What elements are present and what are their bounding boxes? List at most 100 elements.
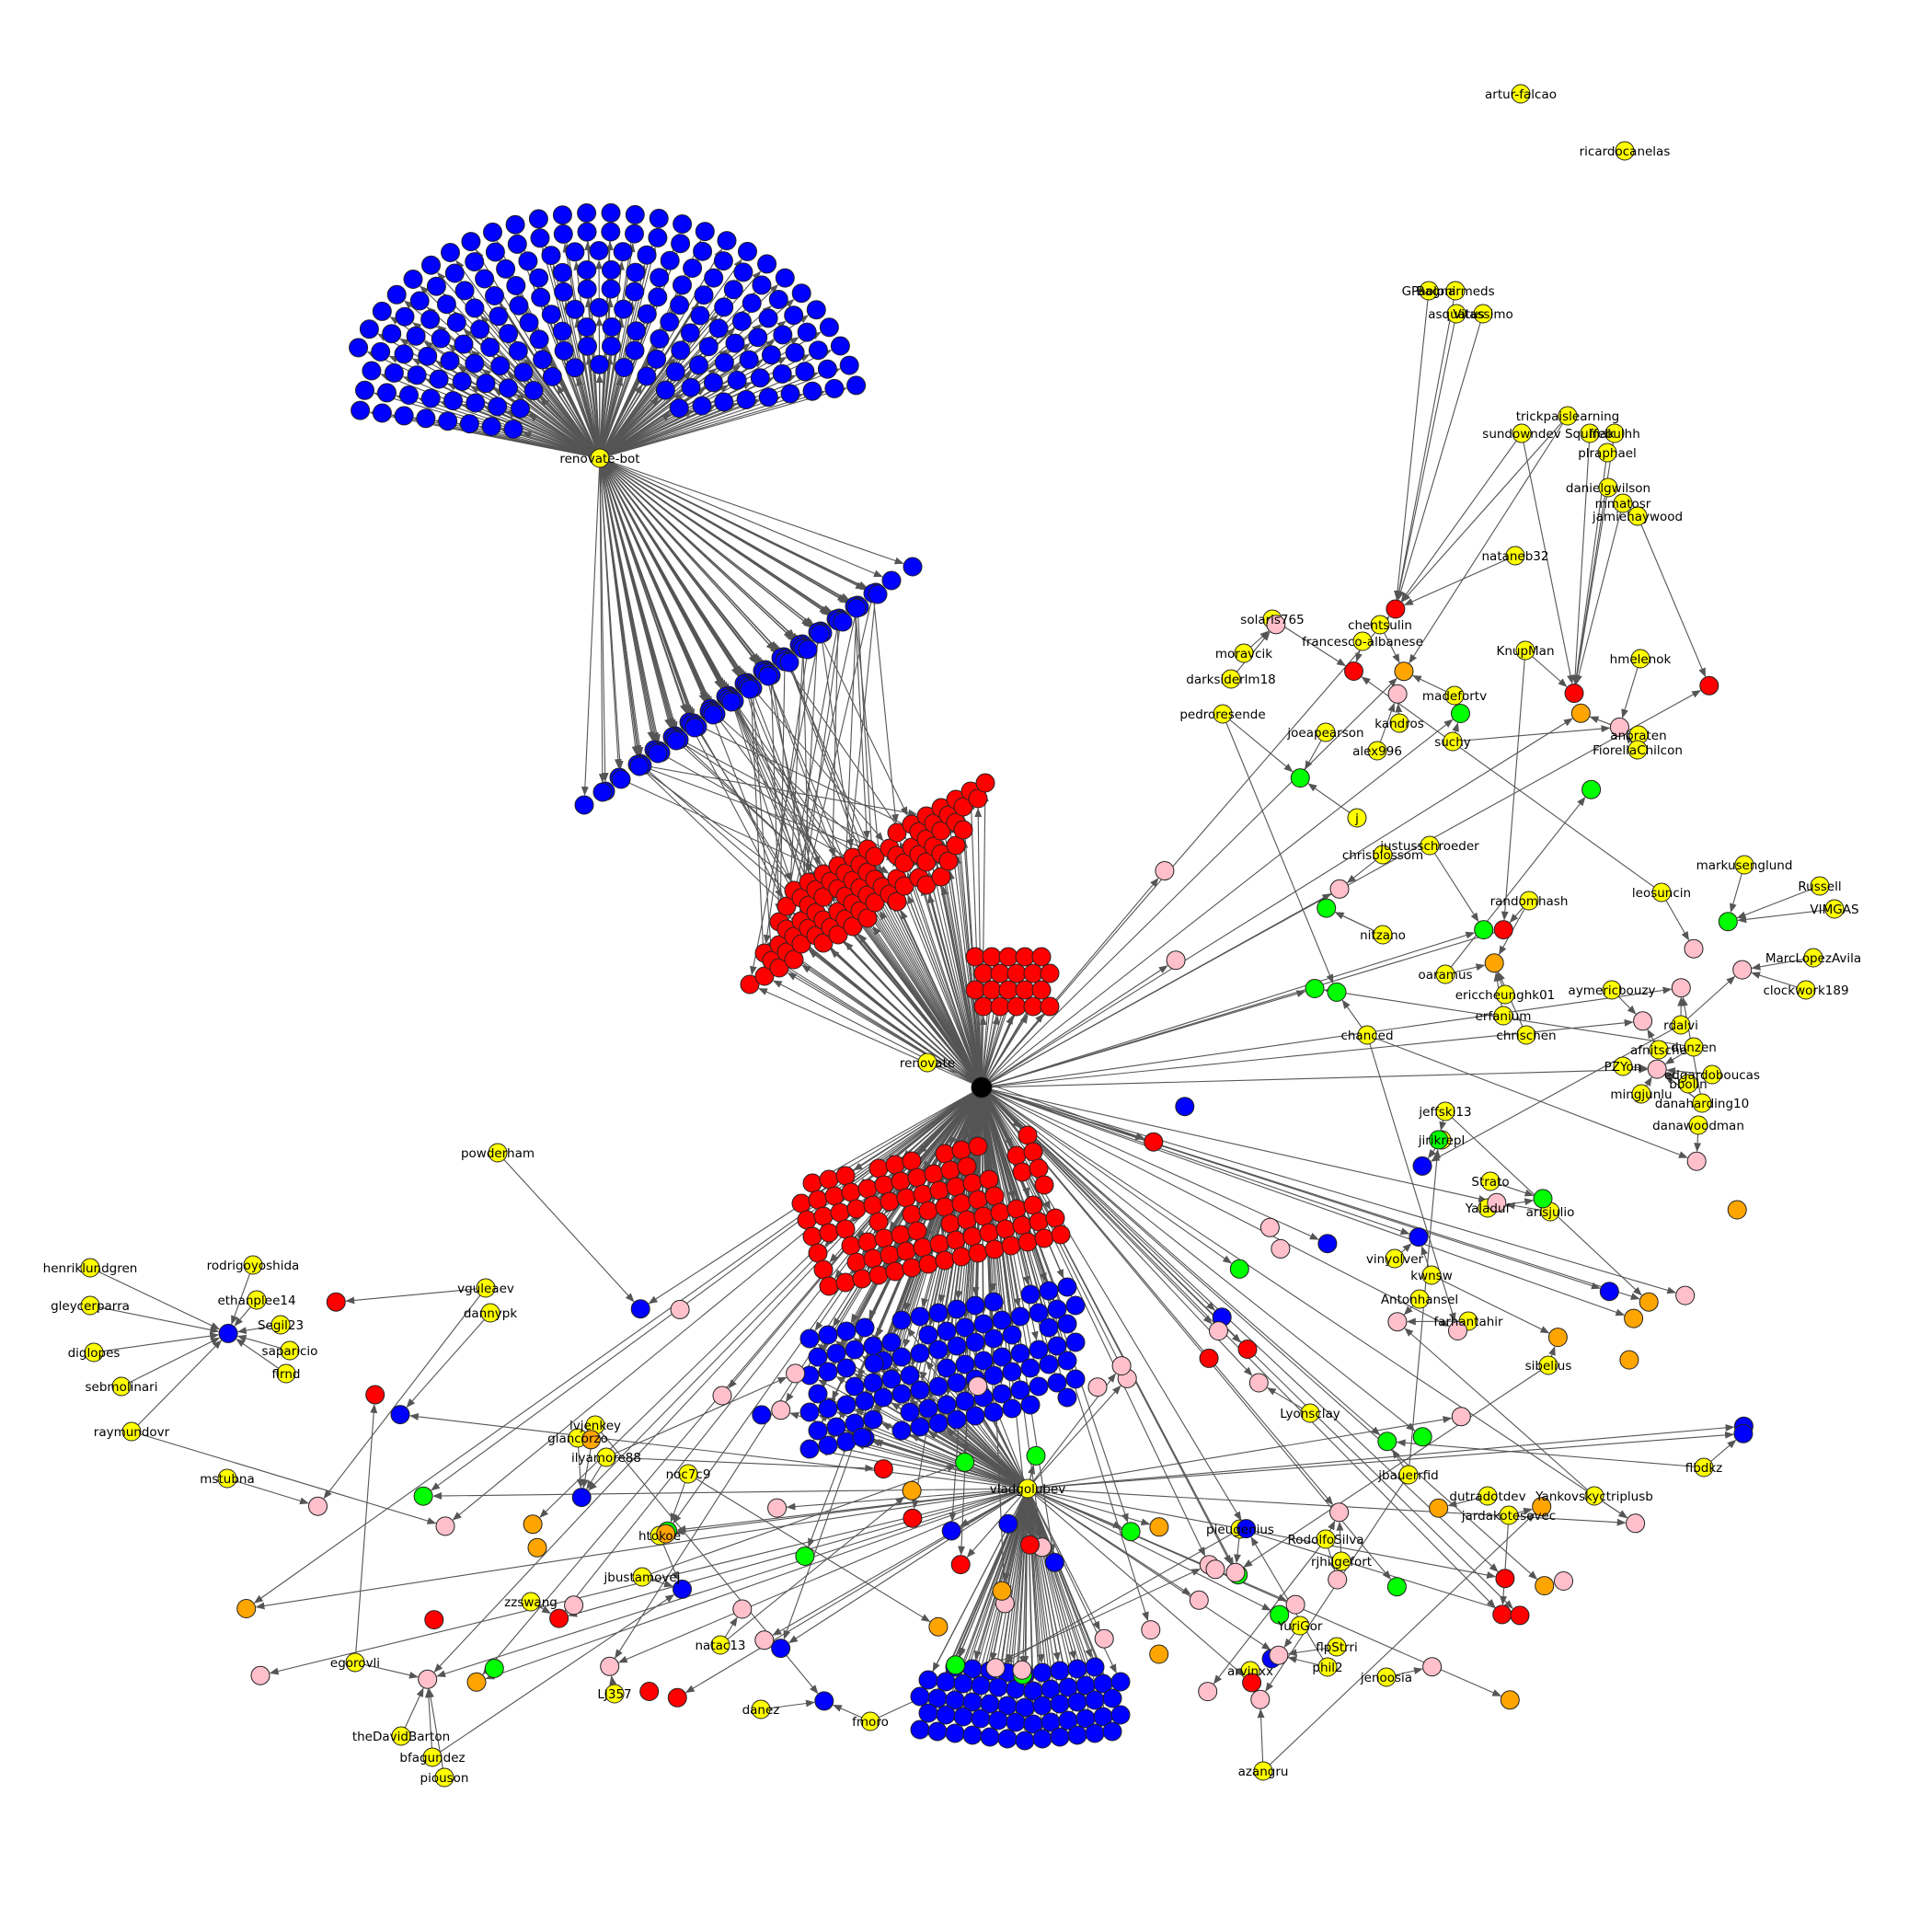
blue-node <box>1039 1317 1059 1338</box>
edge <box>940 862 983 1088</box>
pink-node <box>1451 1407 1471 1427</box>
red-node <box>962 1226 983 1247</box>
green-node <box>1327 982 1347 1002</box>
edge <box>599 457 784 656</box>
pink-node <box>985 1658 1006 1678</box>
edge <box>1429 845 1479 923</box>
node-label: aymericbouzy <box>1569 983 1656 998</box>
blue-node <box>937 1395 957 1415</box>
red-node <box>813 887 834 907</box>
blue-node <box>529 268 549 288</box>
user-node <box>1499 1505 1519 1525</box>
node-label: clockwork189 <box>1763 983 1848 998</box>
blue-node <box>554 340 574 361</box>
blue-node <box>863 1409 883 1430</box>
red-node <box>1015 980 1035 1000</box>
node-label: egorovli <box>330 1656 380 1671</box>
user-node <box>1495 984 1515 1005</box>
edge <box>1401 415 1569 603</box>
node-label: noc7c9 <box>666 1467 711 1482</box>
red-node <box>639 1682 660 1701</box>
user-node <box>751 1699 771 1719</box>
red-node <box>880 1245 900 1265</box>
edge <box>772 1488 1029 1636</box>
blue-node <box>625 204 645 224</box>
node-label: darksiderlm18 <box>1186 673 1276 687</box>
edge <box>255 1488 1029 1610</box>
red-node <box>998 980 1018 1000</box>
edge <box>427 1688 445 1778</box>
edge <box>637 764 896 860</box>
red-node <box>813 1259 834 1280</box>
edge <box>981 1087 1392 1581</box>
blue-node <box>881 1332 902 1352</box>
red-node <box>918 1201 938 1221</box>
pink-node <box>732 1599 753 1619</box>
red-node <box>1493 920 1513 940</box>
blue-node <box>723 280 743 300</box>
blue-node <box>1047 1336 1067 1356</box>
blue-node <box>441 243 460 262</box>
edge <box>954 854 983 1088</box>
blue-node <box>947 1409 967 1430</box>
blue-node <box>509 295 529 316</box>
blue-node <box>420 309 441 329</box>
blue-node <box>910 1380 930 1400</box>
blue-node <box>1409 1227 1429 1248</box>
blue-node <box>714 352 734 373</box>
edge <box>1027 1488 1122 1528</box>
blue-node <box>927 1721 948 1742</box>
blue-node <box>577 203 597 223</box>
edge <box>981 1087 1601 1290</box>
node-label: vladgolubev <box>990 1482 1066 1497</box>
node-label: arisjulio <box>1526 1205 1575 1220</box>
red-node <box>874 1175 894 1195</box>
blue-node <box>955 1317 975 1338</box>
edge <box>981 1087 1538 1580</box>
green-node <box>1412 1427 1432 1447</box>
node-label: henriklundgren <box>43 1261 138 1276</box>
pink-node <box>1198 1682 1218 1702</box>
blue-node <box>1032 1662 1052 1683</box>
green-node <box>413 1486 433 1506</box>
blue-node <box>627 321 647 341</box>
green-node <box>1121 1522 1141 1542</box>
node-label: piouson <box>420 1771 469 1786</box>
blue-node <box>589 241 609 260</box>
blue-node <box>601 202 621 223</box>
node-label: sebmolinari <box>86 1380 158 1395</box>
blue-node <box>1050 1694 1070 1714</box>
red-node <box>841 1236 861 1256</box>
red-node <box>929 1234 949 1254</box>
red-node <box>946 1177 966 1197</box>
pink-node <box>754 1630 775 1650</box>
edge <box>1680 975 1736 1026</box>
blue-node <box>910 1417 930 1437</box>
edge <box>765 669 816 881</box>
orange-node <box>1639 1292 1659 1312</box>
edge <box>1027 1488 1151 1526</box>
blue-node <box>589 297 609 317</box>
blue-node <box>1010 1343 1030 1363</box>
blue-node <box>928 1303 949 1323</box>
edge <box>900 887 983 1088</box>
blue-node <box>750 368 770 388</box>
node-label: joeapearson <box>1286 726 1363 741</box>
blue-node <box>371 341 391 362</box>
pink-node <box>564 1595 584 1616</box>
edge <box>1396 313 1457 601</box>
blue-node <box>648 287 668 307</box>
blue-node <box>574 795 594 815</box>
user-node <box>1317 1657 1338 1677</box>
blue-node <box>1065 1332 1086 1352</box>
blue-node <box>947 1373 967 1393</box>
node-label: pedroresende <box>1179 707 1265 722</box>
blue-node <box>810 624 830 644</box>
user-node <box>678 1464 698 1484</box>
red-node <box>968 788 988 809</box>
blue-node <box>386 284 407 305</box>
user-node <box>1796 980 1816 1000</box>
blue-node <box>629 756 650 776</box>
pink-node <box>712 1386 732 1406</box>
blue-node <box>839 355 859 375</box>
